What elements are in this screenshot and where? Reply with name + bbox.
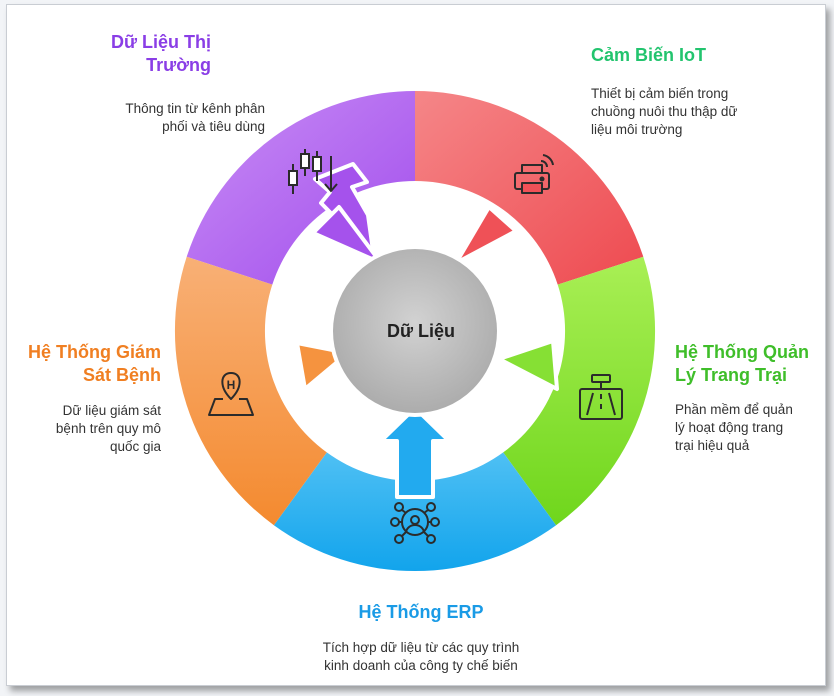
erp-desc-line1: Tích hợp dữ liệu từ các quy trình <box>322 640 520 655</box>
center-label: Dữ Liệu <box>386 321 456 341</box>
candlestick-chart-icon <box>288 149 338 194</box>
iot-description: Thiết bị cảm biến trong chuồng nuôi thu … <box>591 85 791 140</box>
market-description: Thông tin từ kênh phân phối và tiêu dùng <box>95 100 265 136</box>
disease-title-line1: Hệ Thống Giám <box>27 342 161 362</box>
iot-desc-line1: Thiết bị cảm biến trong <box>591 86 729 101</box>
center-circle <box>329 245 501 417</box>
disease-title: Hệ Thống Giám Sát Bệnh <box>11 341 161 386</box>
network-user-icon <box>390 502 440 544</box>
wireless-printer-icon <box>514 154 554 194</box>
iot-title-line1: Cảm Biến IoT <box>591 45 707 65</box>
svg-text:H: H <box>227 378 236 392</box>
market-title-line2: Trường <box>146 54 211 75</box>
ring-segment-disease <box>174 256 327 526</box>
farm-desc-line2: lý hoạt động trang <box>675 420 784 436</box>
arrow-market-tip <box>311 205 383 265</box>
road-sign-icon <box>579 374 623 420</box>
disease-desc-line1: Dữ liệu giám sát <box>62 403 161 418</box>
market-desc-line2: phối và tiêu dùng <box>162 119 265 135</box>
iot-title: Cảm Biến IoT <box>591 44 791 67</box>
market-title-line1: Dữ Liệu Thị <box>110 32 211 52</box>
iot-desc-line3: liệu môi trường <box>591 122 683 138</box>
farm-title-line1: Hệ Thống Quản <box>675 342 809 362</box>
farm-description: Phần mềm để quản lý hoạt động trang trại… <box>675 401 825 456</box>
cycle-diagram: H <box>174 90 656 572</box>
iot-desc-line2: chuồng nuôi thu thập dữ <box>591 104 738 120</box>
disease-desc-line3: quốc gia <box>109 439 161 455</box>
ring-segment-market <box>186 90 415 285</box>
farm-desc-line3: trại hiệu quả <box>675 438 750 454</box>
erp-description: Tích hợp dữ liệu từ các quy trình kinh d… <box>293 639 549 675</box>
arrow-farm-tip <box>497 339 559 391</box>
market-title: Dữ Liệu Thị Trường <box>67 31 211 76</box>
arrow-iot-tip <box>454 205 518 265</box>
disease-desc-line2: bệnh trên quy mô <box>55 421 161 437</box>
farm-desc-line1: Phần mềm để quản <box>675 402 793 417</box>
disease-description: Dữ liệu giám sát bệnh trên quy mô quốc g… <box>11 402 161 457</box>
erp-title-line1: Hệ Thống ERP <box>358 602 484 622</box>
market-desc-line1: Thông tin từ kênh phân <box>125 101 265 116</box>
erp-title: Hệ Thống ERP <box>307 601 535 624</box>
erp-desc-line2: kinh doanh của công ty chế biến <box>324 658 518 674</box>
farm-title-line2: Lý Trang Trại <box>675 364 788 385</box>
hospital-location-icon: H <box>208 372 254 416</box>
arrow-erp <box>379 406 451 499</box>
disease-title-line2: Sát Bệnh <box>82 364 161 385</box>
diagram-frame: H Dữ Liệu Dữ Liệu Thị Trường Thông tin t… <box>6 4 826 686</box>
ring-segment-erp <box>273 452 557 572</box>
farm-title: Hệ Thống Quản Lý Trang Trại <box>675 341 825 386</box>
